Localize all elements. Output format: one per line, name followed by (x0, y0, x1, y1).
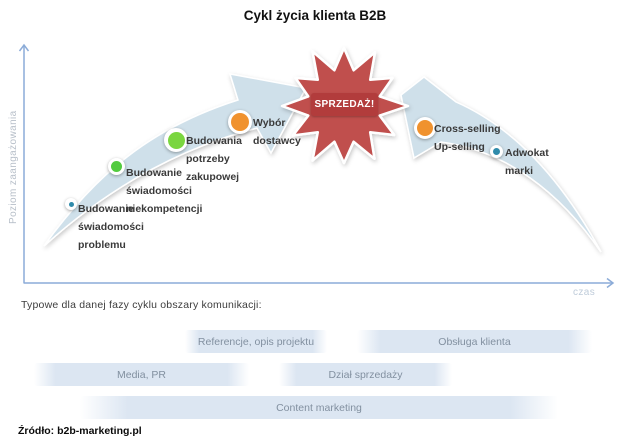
dot-core (167, 131, 185, 149)
x-axis-arrowhead-icon (606, 277, 615, 289)
milestone-dot-cross-selling (414, 117, 436, 139)
dot-core (111, 161, 122, 172)
dot-core (68, 201, 74, 207)
milestone-label-brand-advocate: Adwokat marki (505, 147, 549, 177)
y-axis-arrowhead-icon (18, 43, 30, 52)
x-axis-label: czas (573, 287, 596, 298)
milestone-dot-incompetence-awareness (108, 158, 125, 175)
dot-core (493, 148, 500, 155)
milestone-dot-purchase-need (164, 128, 188, 152)
milestone-dot-brand-advocate (490, 145, 503, 158)
page-title: Cykl życia klienta B2B (243, 8, 387, 23)
milestone-label-cross-selling: Cross-selling Up-selling (434, 123, 501, 153)
communication-bar-customer-service: Obsługa klienta (357, 330, 592, 353)
sales-burst-label: SPRZEDAŻ! (311, 93, 378, 116)
lifecycle-arc-right (400, 76, 602, 253)
milestone-dot-problem-awareness (65, 198, 77, 210)
milestone-label-purchase-need: Budowania potrzeby zakupowej (186, 135, 243, 183)
milestone-label-problem-awareness: Budowanie świadomości problemu (78, 203, 144, 251)
communication-bar-media-pr: Media, PR (34, 363, 249, 386)
source-credit: Źródło: b2b-marketing.pl (18, 425, 142, 437)
dot-core (417, 120, 433, 136)
milestone-label-incompetence-awareness: Budowanie świadomości niekompetencji (126, 167, 203, 215)
dot-core (231, 113, 249, 131)
y-axis-label: Poziom zaangażowania (8, 110, 19, 225)
communication-heading: Typowe dla danej fazy cyklu obszary komu… (21, 299, 262, 311)
milestone-dot-supplier-choice (228, 110, 252, 134)
milestone-label-supplier-choice: Wybór dostawcy (253, 117, 301, 147)
communication-bar-content-marketing: Content marketing (80, 396, 558, 419)
communication-bar-sales-dept: Dział sprzedaży (279, 363, 452, 386)
communication-bar-references: Referencje, opis projektu (185, 330, 327, 353)
